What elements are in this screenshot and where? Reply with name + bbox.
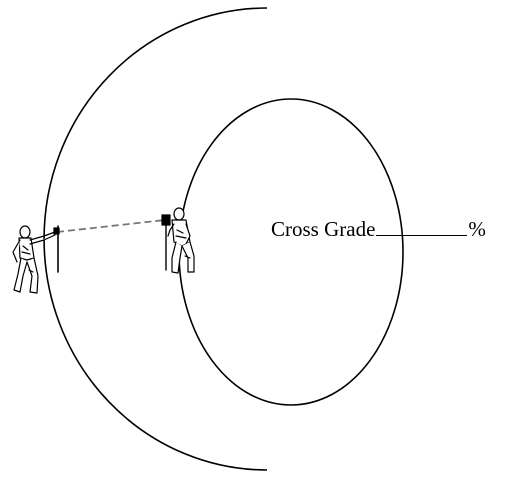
cross-grade-label: Cross Grade% (271, 217, 486, 242)
surveyor-with-target-icon (161, 207, 195, 274)
percent-sign: % (468, 217, 486, 241)
sight-line (56, 219, 166, 233)
answer-blank-line (376, 218, 468, 236)
inner-circle (178, 98, 404, 406)
cross-grade-text: Cross Grade (271, 217, 376, 241)
surveyor-with-rod-icon (12, 225, 60, 294)
outer-arc (43, 7, 268, 471)
